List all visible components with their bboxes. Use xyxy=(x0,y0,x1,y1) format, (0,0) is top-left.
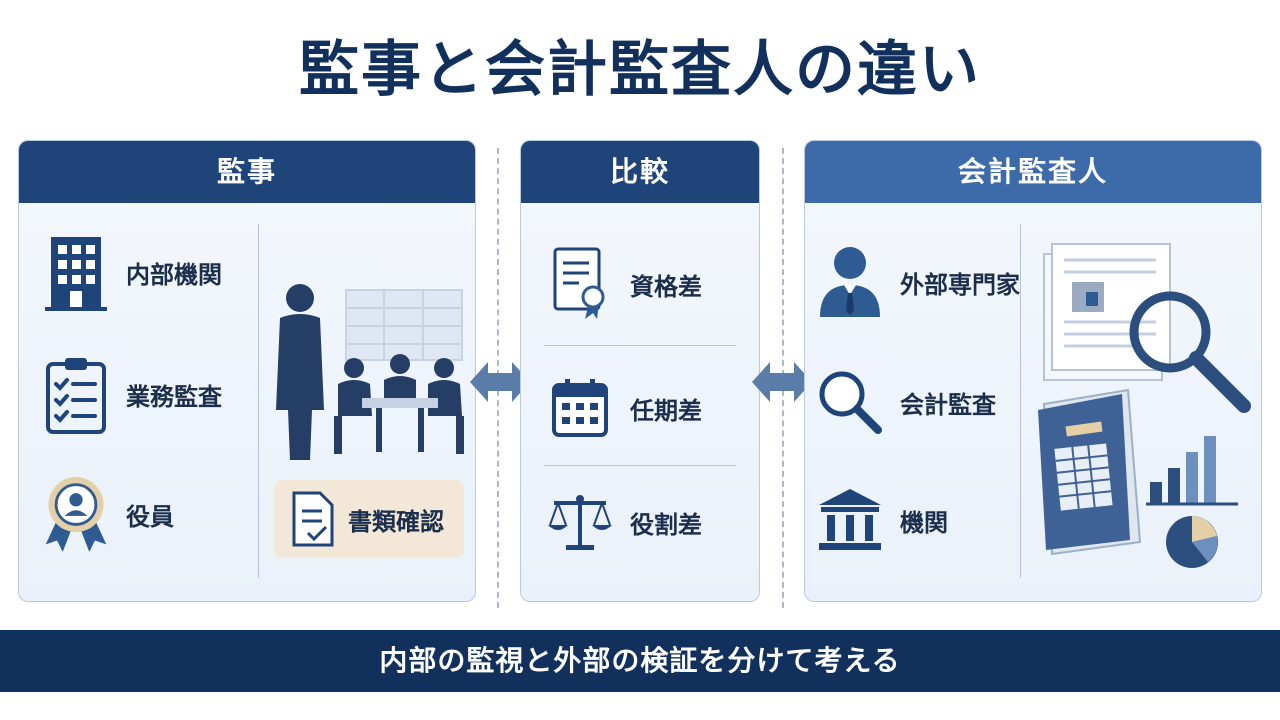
left-item-internal-body: 内部機関 xyxy=(40,236,222,311)
award-badge-icon xyxy=(40,477,112,552)
right-inner-divider xyxy=(1020,224,1021,578)
panel-comparison-header: 比較 xyxy=(521,141,759,203)
person-icon xyxy=(814,246,886,318)
right-item-accounting-audit: 会計監査 xyxy=(814,366,996,438)
left-inner-divider xyxy=(258,224,259,578)
building-icon xyxy=(40,236,112,311)
right-item-label: 会計監査 xyxy=(900,390,996,419)
left-item-business-audit: 業務監査 xyxy=(40,358,222,434)
footer-summary-banner: 内部の監視と外部の検証を分けて考える xyxy=(0,630,1280,692)
panel-accounting-auditor-header: 会計監査人 xyxy=(805,141,1261,203)
panel-kanji-header: 監事 xyxy=(19,141,475,203)
document-check-icon xyxy=(284,489,340,549)
document-review-badge: 書類確認 xyxy=(274,480,464,558)
audit-documents-illustration xyxy=(1038,243,1251,568)
right-item-label: 外部専門家 xyxy=(900,270,1020,299)
document-review-label: 書類確認 xyxy=(348,507,444,536)
left-item-label: 役員 xyxy=(126,502,174,531)
left-item-label: 業務監査 xyxy=(126,382,222,411)
left-item-label: 内部機関 xyxy=(126,260,222,289)
middle-item-label: 資格差 xyxy=(630,272,702,301)
right-item-institution: 機関 xyxy=(814,484,948,556)
clipboard-checklist-icon xyxy=(40,358,112,434)
middle-item-term: 任期差 xyxy=(544,372,702,444)
scales-icon xyxy=(544,486,616,558)
middle-item-role: 役割差 xyxy=(544,486,702,558)
meeting-illustration xyxy=(276,284,464,460)
page-title: 監事と会計監査人の違い xyxy=(299,35,981,105)
middle-item-label: 役割差 xyxy=(630,510,702,539)
middle-divider-1 xyxy=(544,345,736,346)
double-arrow-icon xyxy=(470,362,530,402)
middle-item-label: 任期差 xyxy=(630,396,702,425)
middle-divider-2 xyxy=(544,465,736,466)
right-item-external-expert: 外部専門家 xyxy=(814,246,1020,318)
magnifier-icon xyxy=(814,366,886,438)
institution-icon xyxy=(814,484,886,556)
middle-item-qualification: 資格差 xyxy=(544,247,702,320)
right-item-label: 機関 xyxy=(900,508,948,537)
left-item-officer: 役員 xyxy=(40,477,174,552)
certificate-icon xyxy=(544,247,616,320)
calendar-icon xyxy=(544,372,616,444)
double-arrow-icon xyxy=(752,362,812,402)
